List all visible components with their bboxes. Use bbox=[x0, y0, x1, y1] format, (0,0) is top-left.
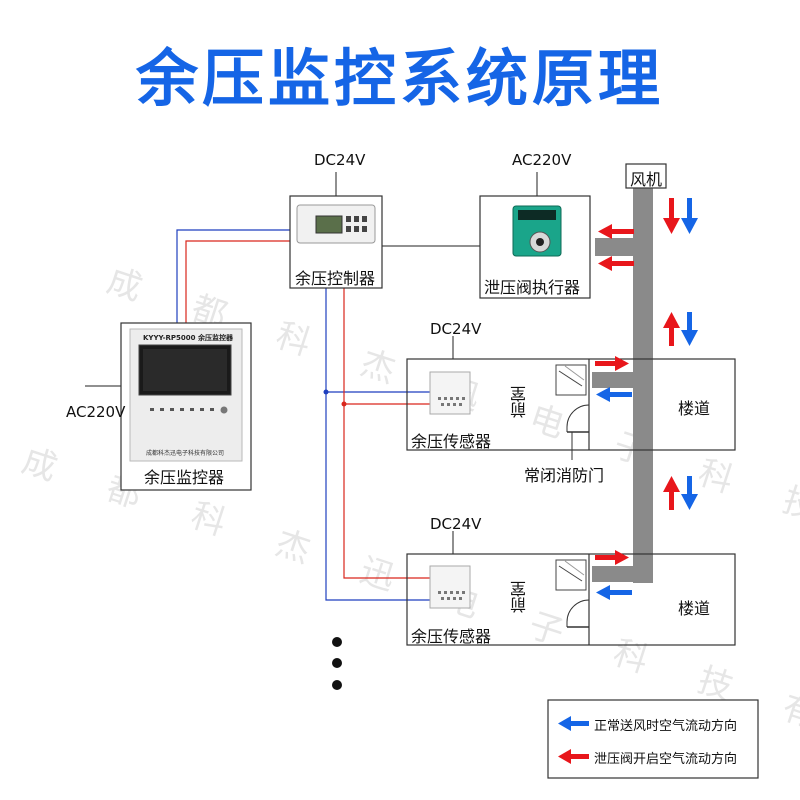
controller-button bbox=[354, 216, 359, 222]
vent-1-blade bbox=[564, 365, 585, 381]
anteroom-2-label: 前室 bbox=[510, 581, 529, 613]
legend bbox=[547, 699, 759, 779]
pressure-monitor-key-lock bbox=[220, 406, 228, 414]
more-floors-ellipsis bbox=[332, 637, 342, 690]
monitor-model-text: KYYY-RP5000 余压监控器 bbox=[143, 334, 233, 342]
sensor-2-grid bbox=[438, 591, 465, 600]
pressure-monitor-screen-glare bbox=[143, 349, 227, 391]
legend-red-text: 泄压阀开启空气流动方向 bbox=[594, 752, 738, 767]
sensor-2-device bbox=[429, 565, 471, 609]
ac220v-actuator-label: AC220V bbox=[512, 151, 572, 169]
blue-wire-monitor-controller bbox=[176, 229, 290, 323]
legend-blue-arrow bbox=[558, 716, 589, 731]
pressure-monitor-label: 余压监控器 bbox=[144, 468, 225, 487]
sensor-1-label: 余压传感器 bbox=[411, 432, 492, 451]
blue-arrow-down bbox=[681, 476, 698, 510]
fire-door-2-swing bbox=[566, 599, 590, 627]
vent-2-blade bbox=[564, 560, 585, 576]
floor-1-outline bbox=[406, 358, 736, 451]
air-duct bbox=[592, 188, 653, 583]
red-arrow-up bbox=[663, 312, 680, 346]
ellipsis-dot bbox=[332, 637, 342, 647]
ellipsis-dot bbox=[332, 680, 342, 690]
actuator-label-plate bbox=[518, 210, 556, 220]
controller-button bbox=[362, 226, 367, 232]
ellipsis-dot bbox=[332, 658, 342, 668]
power-lines bbox=[85, 172, 538, 554]
stairway-2-label: 楼道 bbox=[678, 599, 711, 618]
actuator-dial-center bbox=[536, 238, 544, 246]
duct-branch-floor-1 bbox=[592, 372, 637, 388]
vent-2-frame bbox=[555, 559, 587, 591]
floor-2 bbox=[406, 553, 736, 646]
blue-wire-junction bbox=[323, 389, 329, 395]
vent-2-blade bbox=[558, 565, 583, 582]
indicator-light bbox=[190, 408, 194, 411]
ac220v-monitor-label: AC220V bbox=[66, 403, 126, 421]
indicator-light bbox=[180, 408, 184, 411]
controller-button bbox=[346, 226, 351, 232]
floor-2-outline bbox=[406, 553, 736, 646]
indicator-light bbox=[170, 408, 174, 411]
pressure-controller-lcd bbox=[315, 215, 343, 234]
red-arrow-right bbox=[595, 356, 629, 371]
red-arrow-right bbox=[595, 550, 629, 565]
red-arrow-left bbox=[598, 256, 634, 271]
legend-blue-text: 正常送风时空气流动方向 bbox=[594, 719, 738, 734]
indicator-light bbox=[210, 408, 214, 411]
dc24v-sensor-1-label: DC24V bbox=[430, 320, 482, 338]
blue-arrow-down bbox=[681, 198, 698, 234]
anteroom-1-label: 前室 bbox=[510, 386, 529, 418]
legend-frame bbox=[547, 699, 759, 779]
dc24v-sensor-2-label: DC24V bbox=[430, 515, 482, 533]
pressure-controller-label: 余压控制器 bbox=[295, 269, 376, 288]
airflow-arrows bbox=[595, 198, 698, 600]
duct-branch-floor-2 bbox=[592, 566, 637, 582]
fan-label: 风机 bbox=[630, 170, 663, 189]
dc24v-controller-label: DC24V bbox=[314, 151, 366, 169]
fan-label-box bbox=[625, 163, 667, 189]
pressure-controller-buttons bbox=[346, 216, 367, 232]
red-wire-monitor-controller bbox=[185, 240, 290, 323]
red-arrow-left bbox=[598, 224, 634, 239]
vent-1-frame bbox=[555, 364, 587, 396]
duct-vertical bbox=[633, 188, 653, 583]
red-signal-wire bbox=[185, 240, 430, 579]
sensor-1-device bbox=[429, 371, 471, 415]
indicator-light bbox=[150, 408, 154, 411]
blue-signal-wire bbox=[176, 229, 430, 601]
stairway-1-label: 楼道 bbox=[678, 399, 711, 418]
fire-door-label: 常闭消防门 bbox=[524, 466, 605, 485]
legend-red-arrow bbox=[558, 749, 589, 764]
red-arrow-down bbox=[663, 198, 680, 234]
red-wire-junction bbox=[341, 401, 347, 407]
floor-1 bbox=[406, 358, 736, 451]
blue-arrow-left bbox=[596, 387, 632, 402]
duct-branch-valve bbox=[595, 238, 635, 256]
blue-arrow-left bbox=[596, 585, 632, 600]
red-wire-sensors bbox=[343, 288, 430, 579]
relief-valve-actuator-label: 泄压阀执行器 bbox=[484, 278, 581, 297]
red-arrow-up bbox=[663, 476, 680, 510]
indicator-light bbox=[200, 408, 204, 411]
indicator-light bbox=[160, 408, 164, 411]
pressure-monitor bbox=[120, 322, 252, 491]
vent-1-blade bbox=[558, 370, 583, 387]
fire-door-1-swing bbox=[566, 404, 590, 432]
blue-arrow-down bbox=[681, 312, 698, 346]
controller-button bbox=[362, 216, 367, 222]
controller-button bbox=[346, 216, 351, 222]
pressure-monitor-indicators bbox=[150, 408, 214, 411]
sensor-2-label: 余压传感器 bbox=[411, 627, 492, 646]
pressure-controller bbox=[289, 195, 383, 289]
controller-button bbox=[354, 226, 359, 232]
diagram-title: 余压监控系统原理 bbox=[135, 42, 664, 115]
monitor-maker-text: 成都科杰迅电子科技有限公司 bbox=[146, 450, 225, 457]
relief-valve-actuator bbox=[479, 195, 591, 299]
sensor-1-grid bbox=[438, 397, 465, 406]
